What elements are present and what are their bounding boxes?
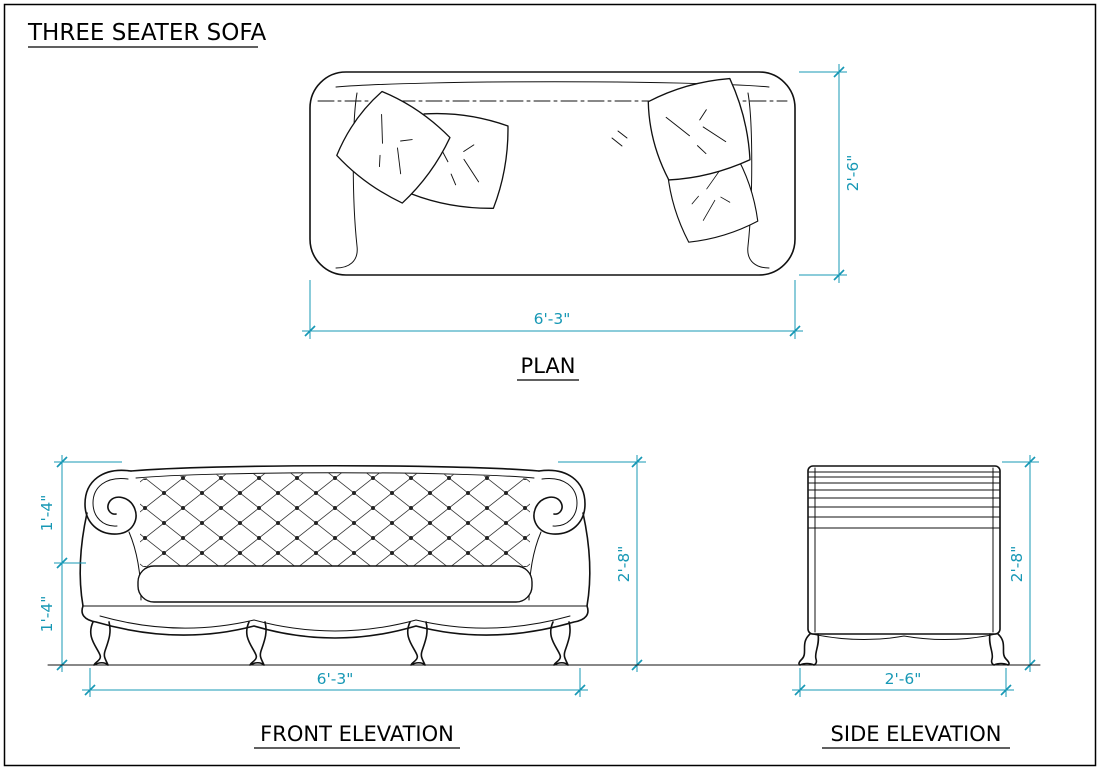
plan-label: PLAN [521, 354, 576, 378]
plan-crease-marks [611, 130, 628, 147]
side-height-dimension: 2'-8" [1002, 455, 1039, 672]
left-arm-scroll [79, 469, 142, 607]
side-height-dim-text: 2'-8" [1008, 546, 1026, 583]
front-left-dimensions: 1'-4" 1'-4" [38, 455, 122, 672]
side-width-dim-text: 2'-6" [885, 670, 922, 688]
right-arm-scroll [528, 469, 591, 607]
back-top-rail-inner [135, 472, 535, 479]
front-height-dimension: 2'-8" [558, 455, 646, 672]
tufted-back [140, 473, 530, 567]
plan-view [309, 71, 796, 276]
plan-depth-dimension: 2'-6" [799, 64, 862, 283]
front-height-dim-text: 2'-8" [615, 546, 633, 583]
side-apron [811, 633, 997, 641]
front-elevation-view [79, 464, 591, 666]
side-back-roll-lines [808, 471, 1000, 529]
front-width-dim-text: 6'-3" [317, 670, 354, 688]
front-legs [89, 621, 571, 666]
side-elevation-label: SIDE ELEVATION [831, 722, 1002, 746]
plan-width-dim-text: 6'-3" [534, 310, 571, 328]
front-back-height-dim-text: 1'-4" [38, 495, 56, 532]
plan-sofa-outline [309, 71, 796, 276]
side-legs [798, 633, 1010, 666]
front-apron [81, 605, 589, 639]
drawing-title: THREE SEATER SOFA [27, 20, 266, 46]
front-elevation-label: FRONT ELEVATION [260, 722, 454, 746]
plan-depth-dim-text: 2'-6" [844, 155, 862, 192]
side-elevation-view [798, 465, 1010, 666]
sheet-border [3, 3, 1097, 767]
seat-cushion [137, 565, 533, 603]
front-seat-height-dim-text: 1'-4" [38, 596, 56, 633]
plan-left-arm-inner [335, 92, 358, 269]
plan-width-dimension: 6'-3" [302, 280, 803, 339]
back-top-rail [130, 464, 540, 472]
side-width-dimension: 2'-6" [792, 668, 1014, 697]
plan-right-arm-inner [747, 92, 770, 269]
side-body-outline [807, 465, 1001, 635]
front-width-dimension: 6'-3" [82, 668, 588, 697]
